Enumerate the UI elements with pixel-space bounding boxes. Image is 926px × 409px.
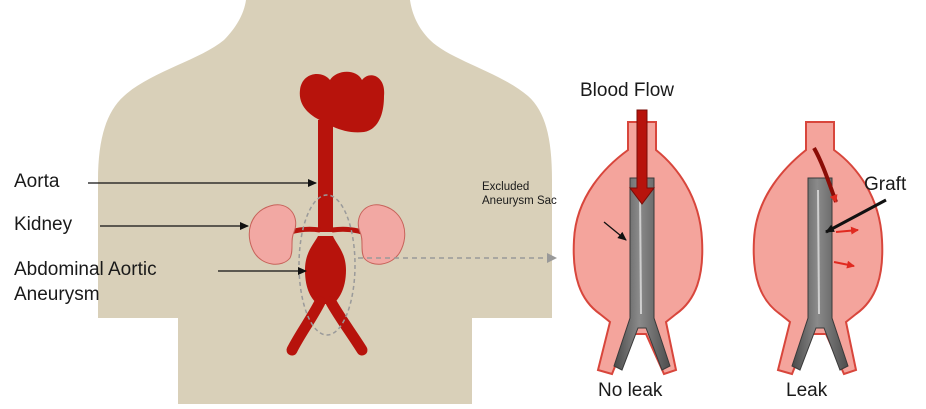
blood-flow-label: Blood Flow bbox=[580, 80, 674, 102]
no-leak-graft-detail bbox=[574, 110, 703, 374]
aorta-label: Aorta bbox=[14, 171, 59, 193]
aneurysm-label-line1: Abdominal Aortic bbox=[14, 259, 157, 281]
no-leak-graft-highlight bbox=[640, 190, 641, 314]
no-leak-caption: No leak bbox=[598, 380, 662, 402]
graft-label: Graft bbox=[864, 174, 906, 196]
leak-graft-highlight bbox=[818, 190, 819, 314]
aneurysm-label-line2: Aneurysm bbox=[14, 284, 100, 306]
excluded-sac-label-line1: Excluded bbox=[482, 180, 529, 194]
excluded-sac-label-line2: Aneurysm Sac bbox=[482, 194, 557, 208]
leak-caption: Leak bbox=[786, 380, 827, 402]
kidney-label: Kidney bbox=[14, 214, 72, 236]
leak-graft-detail bbox=[754, 122, 886, 374]
aorta-vessel bbox=[318, 120, 333, 232]
